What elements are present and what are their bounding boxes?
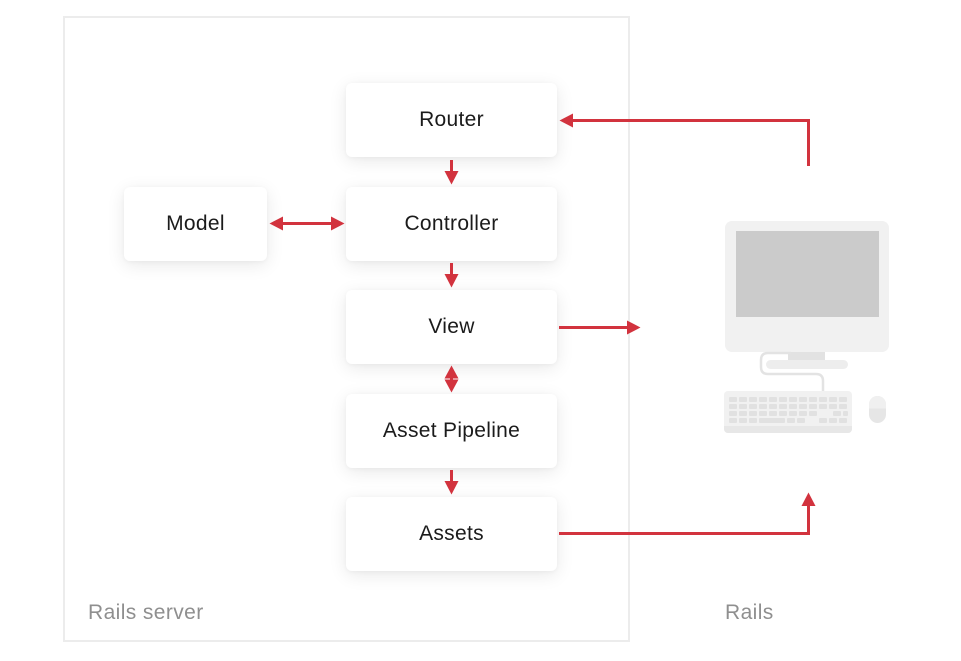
node-controller: Controller — [346, 187, 557, 261]
rails-client-label: Rails — [725, 601, 774, 624]
node-model-label: Model — [166, 212, 225, 235]
monitor-screen — [736, 231, 879, 317]
monitor-base — [766, 360, 848, 369]
keyboard-cable — [759, 351, 825, 391]
node-view: View — [346, 290, 557, 364]
monitor-body — [725, 221, 889, 352]
node-assets: Assets — [346, 497, 557, 571]
node-router-label: Router — [419, 108, 484, 131]
mouse-top — [869, 396, 886, 409]
node-controller-label: Controller — [404, 212, 499, 235]
node-view-label: View — [428, 315, 475, 338]
keyboard-keys — [729, 397, 848, 423]
node-model: Model — [124, 187, 267, 261]
keyboard — [724, 391, 852, 433]
mouse — [869, 396, 886, 423]
node-asset-pipeline-label: Asset Pipeline — [382, 419, 521, 442]
rails-server-label: Rails server — [88, 601, 204, 624]
desktop-computer-icon — [724, 221, 889, 433]
node-assets-label: Assets — [419, 522, 484, 545]
keyboard-lip — [724, 426, 852, 433]
node-asset-pipeline: Asset Pipeline — [346, 394, 557, 468]
node-router: Router — [346, 83, 557, 157]
monitor-neck — [788, 352, 825, 364]
